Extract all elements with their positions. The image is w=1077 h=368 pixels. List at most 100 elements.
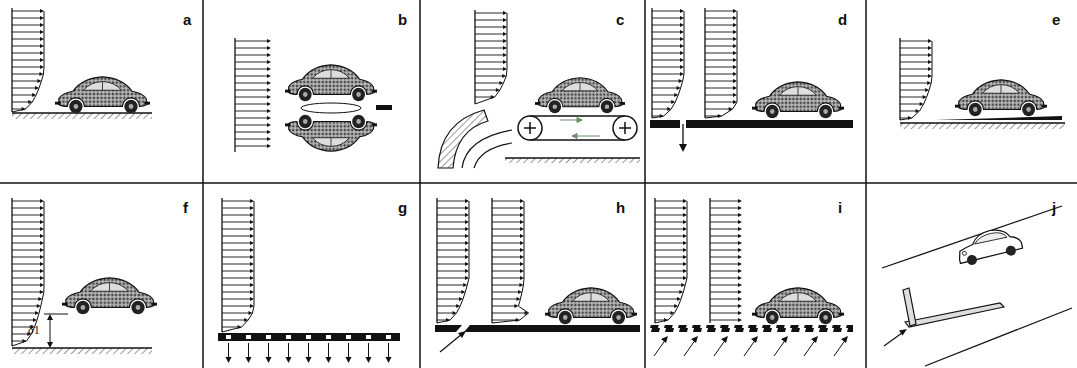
velocity-arrow [655, 313, 671, 314]
velocity-arrow [12, 341, 24, 342]
velocity-arrow [705, 109, 730, 110]
velocity-profile [12, 8, 44, 112]
velocity-arrow [437, 222, 466, 223]
velocity-arrow [705, 32, 734, 33]
velocity-arrow [222, 285, 251, 286]
stroke [654, 198, 655, 323]
arrow-head [928, 46, 932, 50]
arrow-head [733, 51, 737, 55]
panel-j [882, 206, 1072, 366]
arrow-head [514, 304, 518, 308]
velocity-arrow [705, 88, 734, 89]
arrow-head [733, 23, 737, 27]
velocity-arrow [12, 102, 29, 103]
arrow-head [520, 206, 524, 210]
arrow-head [40, 9, 44, 13]
velocity-arrow [235, 90, 268, 91]
arrow-head [738, 206, 742, 210]
arrow-head [733, 79, 737, 83]
velocity-arrow [12, 257, 41, 258]
arrow-head [465, 199, 469, 203]
velocity-arrow [652, 81, 680, 82]
velocity-arrow [900, 104, 921, 105]
velocity-arrow [235, 83, 268, 84]
arrow-head [250, 262, 254, 266]
suction-hole [226, 335, 231, 339]
velocity-arrow [235, 76, 268, 77]
arrow-head [683, 220, 687, 224]
velocity-arrow [222, 299, 251, 300]
velocity-arrow [12, 229, 41, 230]
velocity-arrow [12, 313, 36, 314]
arrow-head [250, 255, 254, 259]
velocity-arrow [710, 285, 739, 286]
velocity-arrow [655, 257, 684, 258]
arrow-head [267, 116, 271, 120]
arrow-head [267, 102, 271, 106]
velocity-arrow [492, 201, 521, 202]
arrow-head [680, 44, 684, 48]
arrow-head [465, 269, 469, 273]
arrow-head [680, 30, 684, 34]
arrow-head [680, 23, 684, 27]
velocity-arrow [12, 243, 41, 244]
arrow-head [738, 283, 742, 287]
velocity-arrow [655, 278, 684, 279]
velocity-arrow [710, 264, 739, 265]
velocity-arrow [437, 208, 466, 209]
velocity-arrow [235, 146, 268, 147]
arrow-head [738, 304, 742, 308]
velocity-arrow [235, 111, 268, 112]
velocity-arrow [492, 271, 521, 272]
velocity-arrow [235, 104, 268, 105]
arrow-head [267, 46, 271, 50]
velocity-arrow [437, 250, 466, 251]
velocity-arrow [492, 250, 521, 251]
arrow-head [683, 227, 687, 231]
velocity-arrow [222, 257, 251, 258]
arrow-head [683, 269, 687, 273]
arrow-head [751, 336, 758, 343]
panel-letter: c [616, 12, 624, 27]
arrow-head [520, 213, 524, 217]
velocity-arrow [655, 264, 684, 265]
suction-hole [266, 335, 271, 339]
velocity-arrow [437, 271, 466, 272]
velocity-arrow [652, 95, 675, 96]
velocity-arrow [12, 264, 41, 265]
arrow-head [503, 11, 507, 15]
arrow-head [928, 39, 932, 43]
velocity-arrow [705, 81, 734, 82]
profile-curve [12, 201, 44, 346]
arrow-head [738, 297, 742, 301]
velocity-arrow [710, 243, 739, 244]
arrow-head [246, 357, 252, 363]
velocity-arrow [12, 292, 41, 293]
arrow-head [733, 72, 737, 76]
dimension-label: δ1 [28, 324, 40, 336]
velocity-arrow [705, 53, 734, 54]
arrow-head [250, 213, 254, 217]
velocity-arrow [235, 97, 268, 98]
arrow-head [738, 227, 742, 231]
velocity-arrow [475, 27, 504, 28]
velocity-arrow [710, 250, 739, 251]
arrow-head [503, 46, 507, 50]
velocity-arrow [900, 55, 929, 56]
arrow-head [250, 199, 254, 203]
arrow-head [40, 220, 44, 224]
suction-hole [286, 335, 291, 339]
panel-h [435, 288, 640, 352]
velocity-arrow [222, 306, 251, 307]
arrow-head [286, 357, 292, 363]
velocity-arrow [222, 327, 239, 328]
arrow-head [40, 276, 44, 280]
stroke [221, 198, 222, 332]
velocity-arrow [710, 299, 739, 300]
profile-curve [705, 11, 737, 118]
velocity-arrow [492, 264, 521, 265]
arrow-head [267, 109, 271, 113]
velocity-arrow [222, 229, 251, 230]
velocity-arrow [222, 313, 249, 314]
